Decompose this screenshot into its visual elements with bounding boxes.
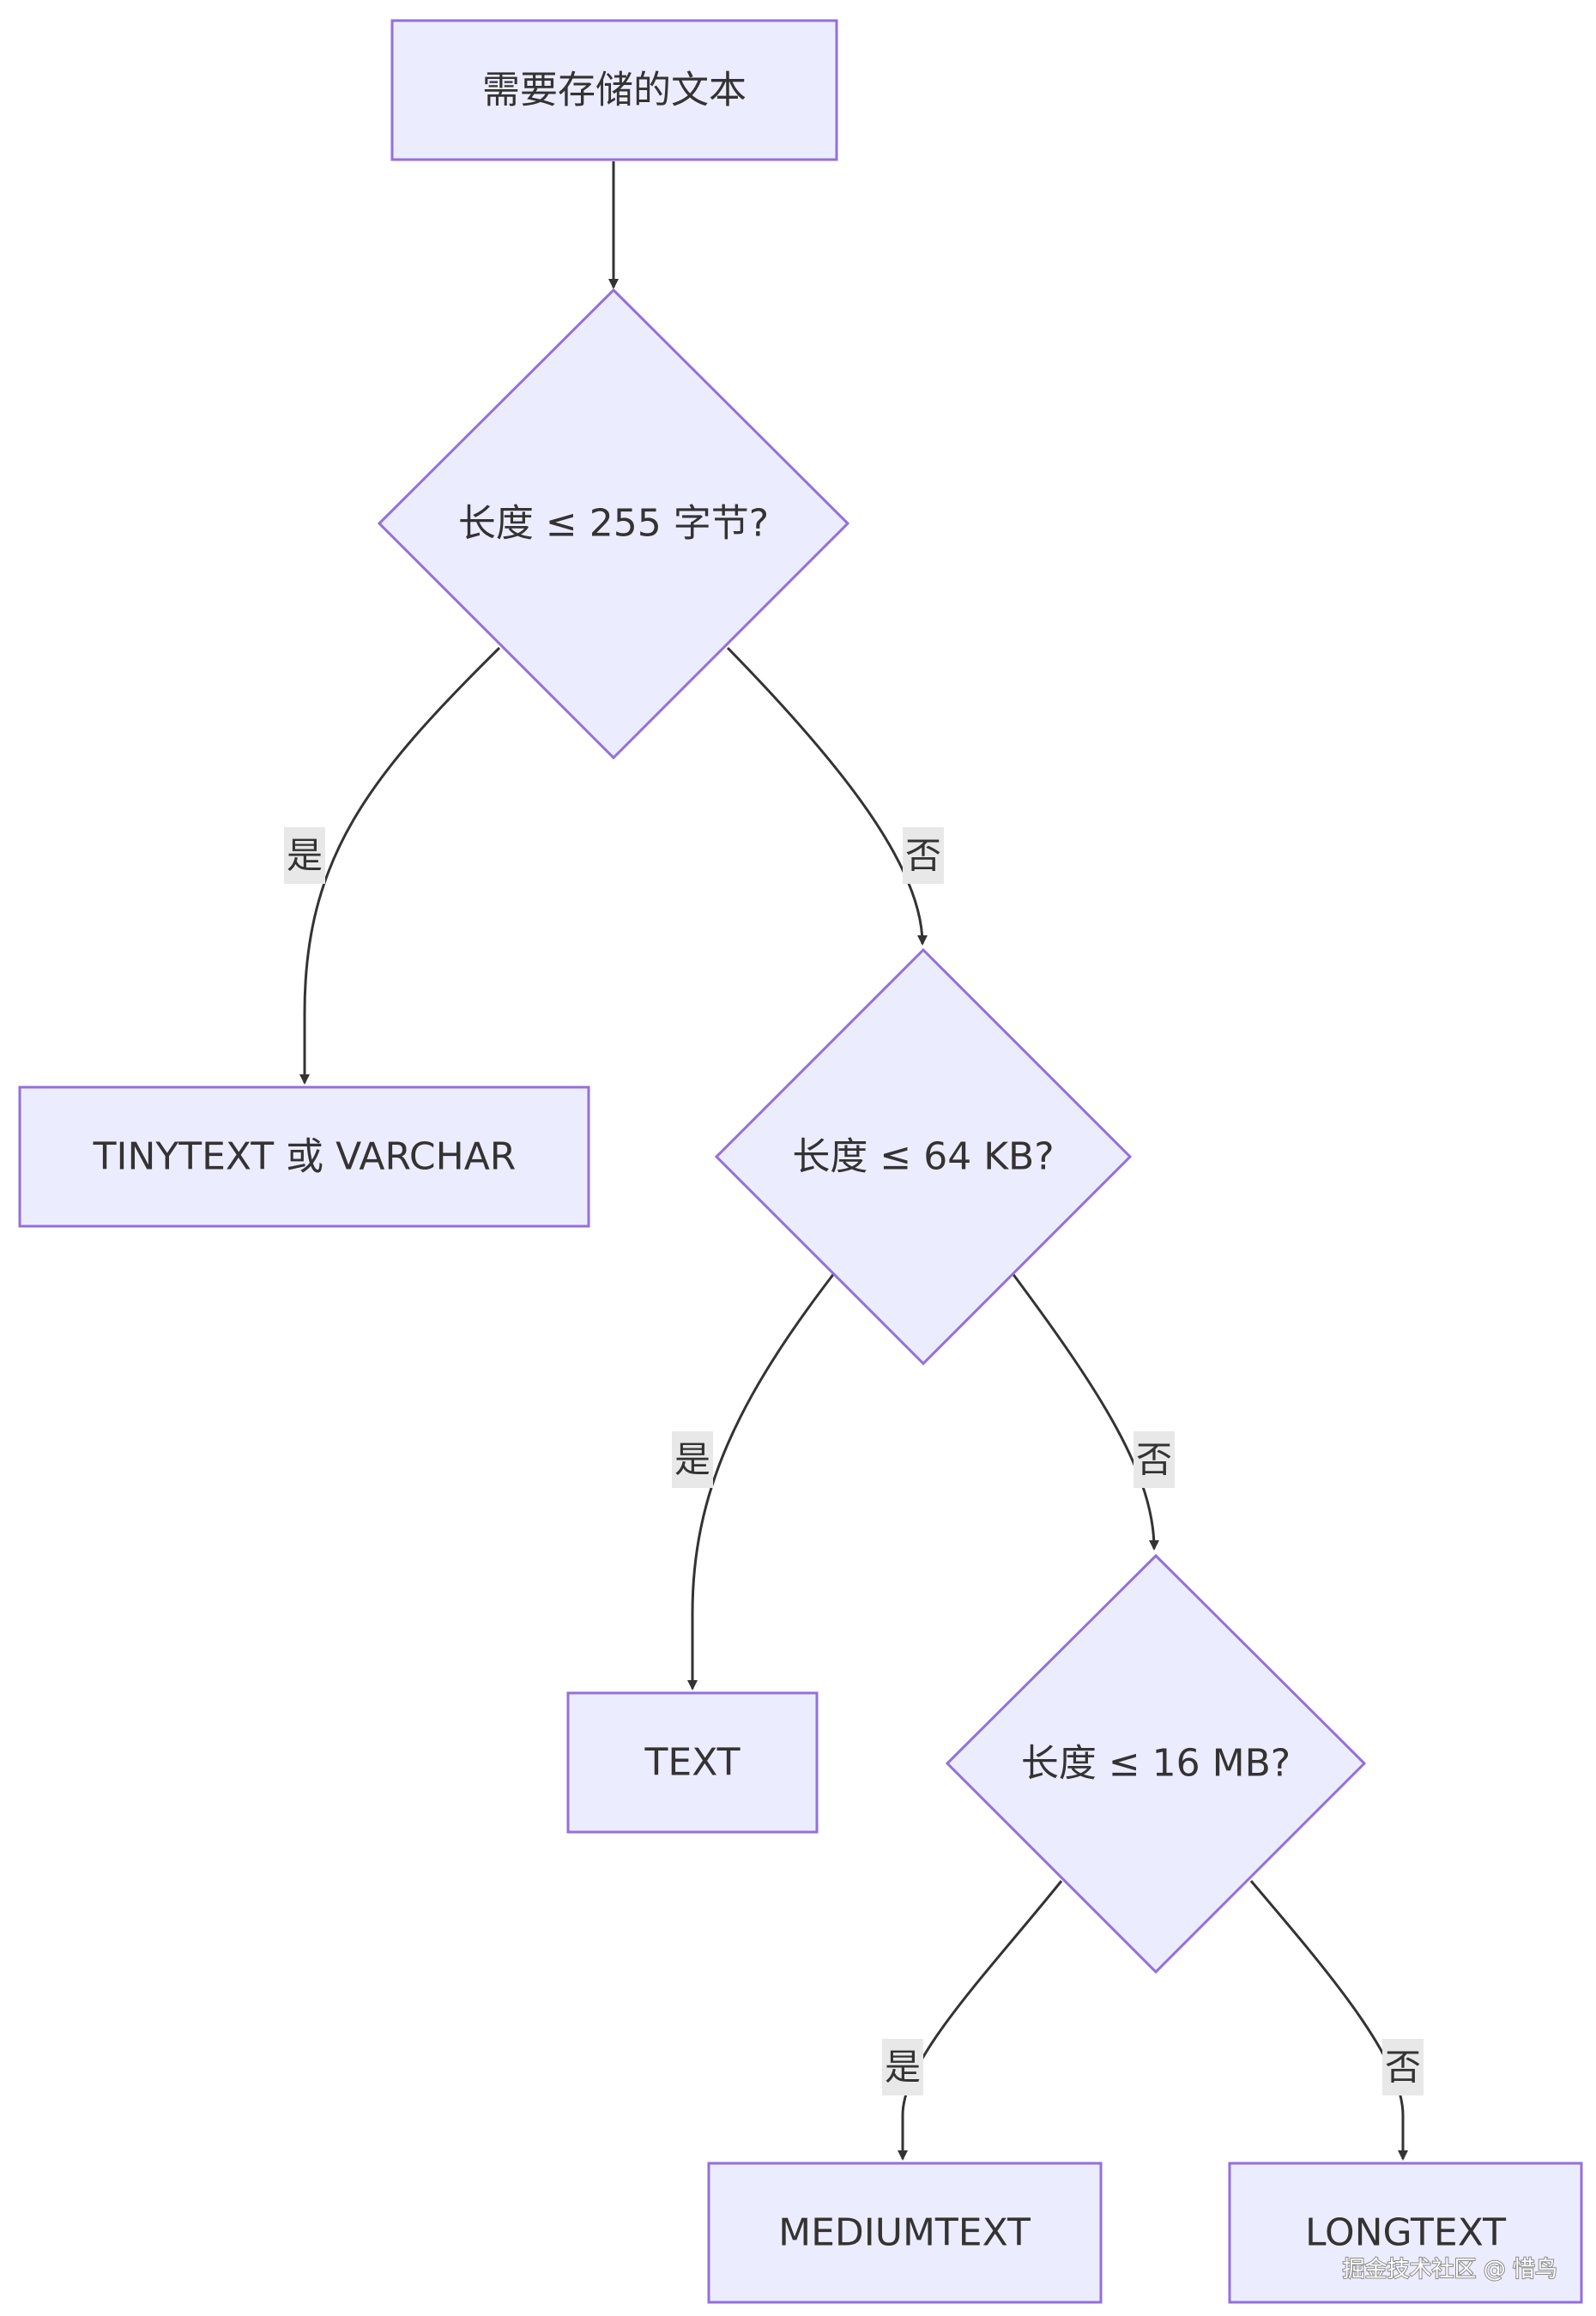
node-decision-16mb: 长度 ≤ 16 MB?: [945, 1553, 1367, 1974]
svg-text:MEDIUMTEXT: MEDIUMTEXT: [778, 2211, 1031, 2255]
edge-decision-64kb-no: [1011, 1273, 1159, 1551]
edge-label-d16-no: 否: [1382, 2039, 1424, 2095]
svg-text:长度 ≤ 64 KB?: 长度 ≤ 64 KB?: [792, 1135, 1054, 1179]
edge-label-d16-yes: 是: [882, 2039, 923, 2095]
svg-text:TINYTEXT 或 VARCHAR: TINYTEXT 或 VARCHAR: [93, 1135, 517, 1179]
edge-decision-16mb-yes: [898, 1880, 1063, 2161]
edge-decision-16mb-no: [1249, 1880, 1408, 2161]
edge-label-d64-no: 否: [1134, 1431, 1175, 1488]
svg-text:否: 否: [905, 835, 941, 877]
edge-label-d255-no: 否: [903, 827, 944, 884]
node-tinytext: TINYTEXT 或 VARCHAR: [18, 1085, 590, 1228]
node-decision-255: 长度 ≤ 255 字节?: [377, 287, 850, 760]
svg-text:是: 是: [287, 835, 323, 877]
svg-text:长度 ≤ 255 字节?: 长度 ≤ 255 字节?: [458, 502, 769, 546]
node-longtext: LONGTEXT: [1228, 2162, 1583, 2304]
watermark: 掘金技术社区 @ 惜鸟: [1342, 2257, 1557, 2283]
node-mediumtext: MEDIUMTEXT: [707, 2162, 1103, 2304]
edge-label-d64-yes: 是: [672, 1431, 713, 1488]
node-start: 需要存储的文本: [390, 19, 838, 161]
svg-text:否: 否: [1136, 1439, 1172, 1481]
edge-label-d255-yes: 是: [284, 827, 325, 884]
svg-text:需要存储的文本: 需要存储的文本: [482, 69, 747, 112]
svg-text:是: 是: [885, 2047, 921, 2089]
svg-text:LONGTEXT: LONGTEXT: [1305, 2211, 1506, 2255]
svg-text:是: 是: [674, 1439, 710, 1481]
svg-text:否: 否: [1385, 2047, 1421, 2089]
edge-decision-64kb-yes: [687, 1273, 836, 1690]
svg-text:长度 ≤ 16 MB?: 长度 ≤ 16 MB?: [1021, 1742, 1291, 1786]
node-text: TEXT: [566, 1691, 819, 1834]
edge-decision-255-yes: [299, 646, 501, 1085]
svg-text:TEXT: TEXT: [644, 1741, 741, 1785]
edge-decision-255-no: [726, 646, 928, 946]
node-decision-64kb: 长度 ≤ 64 KB?: [714, 947, 1133, 1366]
